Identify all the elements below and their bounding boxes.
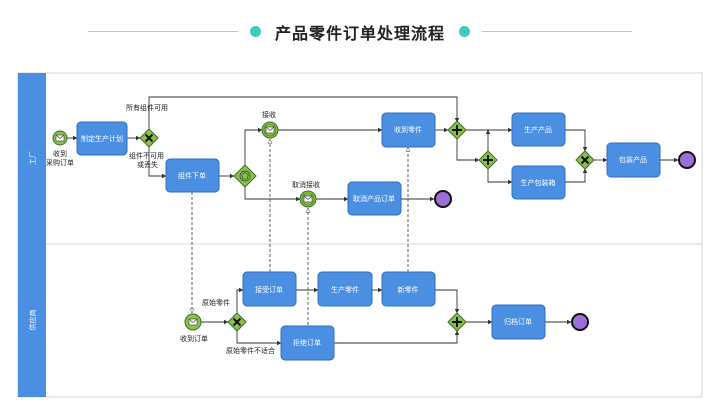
envelope-icon [303, 195, 313, 203]
task-place-parts-order[interactable]: 组件下单 [165, 158, 220, 193]
task-label: 接受订单 [255, 285, 283, 294]
exclusive-gateway-merge [575, 150, 595, 170]
task-new-parts[interactable]: 新零件 [381, 271, 436, 307]
lane-label-supplier: 供应商 [28, 310, 37, 331]
task-label: 收到零件 [394, 125, 422, 134]
lane-header-supplier [18, 244, 46, 397]
message-event-accept [261, 121, 279, 139]
exclusive-gateway-parts-check [139, 128, 159, 148]
task-cancel-order[interactable]: 取消产品订单 [347, 181, 402, 216]
task-label: 生产产品 [524, 125, 552, 134]
task-produce-product[interactable]: 生产产品 [511, 112, 566, 147]
task-label: 生产零件 [331, 285, 359, 294]
envelope-icon [188, 318, 198, 326]
title-bar: 产品零件订单处理流程 [0, 14, 720, 50]
lane-label-factory: 工厂 [29, 151, 37, 165]
task-reject-order[interactable]: 拒绝订单 [280, 325, 335, 361]
task-label: 制定生产计划 [81, 134, 123, 143]
label-parts-unavailable-line1: 组件不可用 [129, 151, 164, 160]
end-event-archive [571, 313, 589, 331]
message-flows [192, 139, 408, 325]
label-receive-purchase-line2: 采购订单 [46, 158, 74, 167]
task-label: 归档订单 [504, 317, 532, 326]
message-start-event-purchase [52, 130, 68, 146]
title-right-dot [459, 26, 470, 37]
task-label: 拒绝订单 [293, 338, 321, 347]
envelope-icon [265, 126, 275, 134]
task-label: 取消产品订单 [353, 194, 395, 203]
label-order-received: 收到订单 [180, 334, 208, 343]
task-receive-parts[interactable]: 收到零件 [381, 112, 436, 148]
label-accept: 接收 [262, 110, 276, 119]
label-parts-unavailable-line2: 或丢失 [137, 160, 158, 169]
task-label: 组件下单 [178, 171, 206, 180]
label-receive-purchase-line1: 收到 [53, 149, 67, 158]
label-raw-parts-unsuitable: 原始零件不适合 [226, 346, 275, 355]
title-left-line [88, 31, 238, 32]
parallel-gateway-split [478, 150, 498, 170]
task-label: 新零件 [398, 285, 419, 294]
exclusive-gateway-supplier [227, 312, 247, 332]
lane-header-factory [18, 73, 46, 244]
sequence-flows [67, 96, 679, 346]
task-pack-product[interactable]: 包装产品 [606, 142, 661, 178]
label-raw-parts: 原始零件 [202, 298, 230, 307]
page-title: 产品零件订单处理流程 [274, 24, 445, 43]
title-left-dot [250, 26, 261, 37]
message-event-cancel-accept [299, 190, 317, 208]
message-start-event-order [184, 313, 202, 331]
parallel-gateway-join-receive [447, 120, 467, 140]
task-label: 生产包装箱 [521, 178, 556, 187]
envelope-icon [55, 134, 65, 142]
label-cancel-accept: 取消接收 [292, 180, 320, 189]
end-event-cancel [434, 190, 452, 208]
task-make-plan[interactable]: 制定生产计划 [76, 121, 128, 156]
end-event-pack [678, 151, 696, 169]
task-archive-order[interactable]: 归档订单 [491, 304, 546, 340]
title-right-line [482, 31, 632, 32]
pentagon-icon [241, 172, 249, 180]
parallel-gateway-supplier-join [447, 312, 467, 332]
label-all-parts-available: 所有组件可用 [126, 103, 168, 112]
event-based-gateway [233, 164, 257, 188]
task-produce-parts[interactable]: 生产零件 [317, 271, 373, 307]
task-produce-box[interactable]: 生产包装箱 [511, 165, 566, 200]
task-label: 包装产品 [619, 155, 647, 164]
task-accept-order[interactable]: 接受订单 [242, 271, 297, 307]
